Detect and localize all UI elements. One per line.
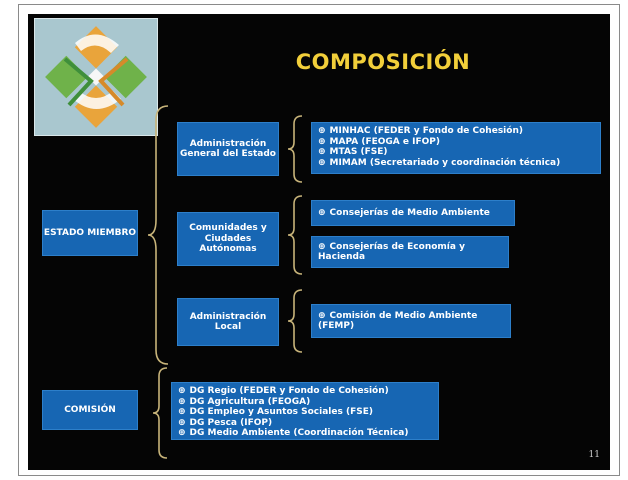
bullet-icon: ⊕ — [178, 428, 186, 438]
comunidades-autonomas-label: Comunidades y Ciudades Autónomas — [189, 223, 267, 255]
comision-label: COMISIÓN — [64, 404, 116, 415]
bullet-icon: ⊕ — [178, 417, 186, 428]
slide: COMPOSICIÓN ESTADO MIEMBRO COMISIÓN Admi… — [28, 14, 610, 470]
age-list-item: ⊕MIMAM (Secretariado y coordinación técn… — [318, 157, 561, 168]
comision-list-item: ⊕DG Empleo y Asuntos Sociales (FSE) — [178, 407, 373, 417]
local-comision-box: ⊕Comisión de Medio Ambiente (FEMP) — [311, 304, 511, 338]
bullet-icon: ⊕ — [178, 396, 186, 407]
bullet-icon: ⊕ — [318, 126, 326, 136]
comunidades-autonomas-box: Comunidades y Ciudades Autónomas — [177, 212, 279, 266]
bullet-icon: ⊕ — [318, 147, 326, 157]
comision-brace — [152, 367, 168, 459]
bullet-icon: ⊕ — [318, 310, 326, 321]
administracion-general-label: Administración General del Estado — [179, 138, 276, 160]
age-brace — [287, 115, 303, 183]
age-list-item: ⊕MAPA (FEOGA e IFOP) — [318, 136, 440, 147]
bullet-icon: ⊕ — [318, 136, 326, 147]
comision-list-box: ⊕DG Regio (FEDER y Fondo de Cohesión) ⊕D… — [171, 382, 439, 440]
ccaa-brace — [287, 195, 303, 275]
administracion-local-box: Administración Local — [177, 298, 279, 346]
local-comision-item: ⊕Comisión de Medio Ambiente (FEMP) — [318, 310, 478, 332]
estado-miembro-label: ESTADO MIEMBRO — [43, 227, 137, 238]
comision-list-item: ⊕DG Medio Ambiente (Coordinación Técnica… — [178, 428, 409, 438]
local-brace — [287, 289, 303, 353]
age-list-item: ⊕MTAS (FSE) — [318, 147, 388, 157]
slide-title: COMPOSICIÓN — [295, 50, 471, 74]
ccaa-economia-box: ⊕Consejerías de Economía y Hacienda — [311, 236, 509, 268]
age-list-box: ⊕MINHAC (FEDER y Fondo de Cohesión) ⊕MAP… — [311, 122, 601, 174]
estado-miembro-box: ESTADO MIEMBRO — [42, 210, 138, 256]
estado-brace — [147, 105, 169, 365]
comision-box: COMISIÓN — [42, 390, 138, 430]
bullet-icon: ⊕ — [318, 207, 326, 218]
bullet-icon: ⊕ — [318, 241, 326, 252]
page-number: 11 — [588, 450, 600, 460]
logo-graphic — [35, 19, 157, 135]
comision-list-item: ⊕DG Regio (FEDER y Fondo de Cohesión) — [178, 386, 389, 396]
bullet-icon: ⊕ — [178, 407, 186, 417]
comision-list-item: ⊕DG Pesca (IFOP) — [178, 417, 273, 428]
age-list-item: ⊕MINHAC (FEDER y Fondo de Cohesión) — [318, 126, 523, 136]
logo — [34, 18, 158, 136]
ccaa-economia-item: ⊕Consejerías de Economía y Hacienda — [318, 241, 465, 263]
administracion-general-box: Administración General del Estado — [177, 122, 279, 176]
ccaa-medio-ambiente-item: ⊕Consejerías de Medio Ambiente — [318, 207, 490, 218]
bullet-icon: ⊕ — [178, 386, 186, 396]
comision-list-item: ⊕DG Agricultura (FEOGA) — [178, 396, 311, 407]
ccaa-medio-ambiente-box: ⊕Consejerías de Medio Ambiente — [311, 200, 515, 226]
administracion-local-label: Administración Local — [189, 311, 267, 333]
bullet-icon: ⊕ — [318, 157, 326, 168]
